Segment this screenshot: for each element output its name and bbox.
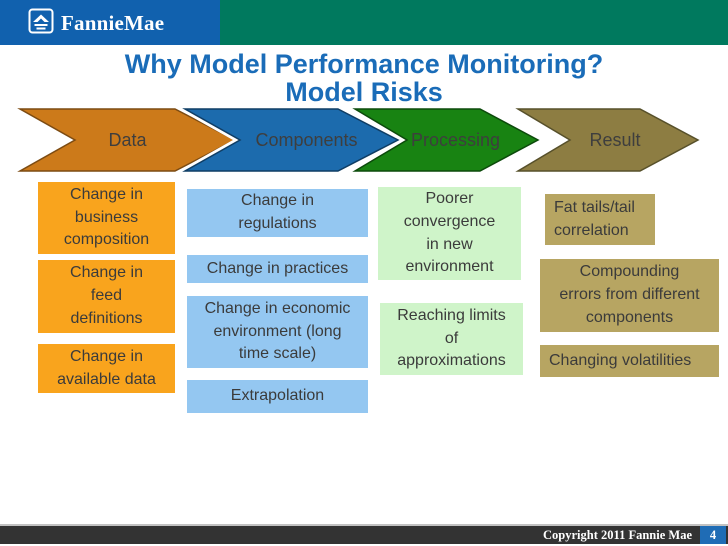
slide-title: Why Model Performance Monitoring? Model …: [0, 50, 728, 106]
arrow-label-data: Data: [108, 129, 147, 150]
risk-box-feed-definitions: Change in feed definitions: [38, 260, 175, 333]
risk-box-regulations: Change in regulations: [187, 189, 368, 237]
risk-box-practices: Change in practices: [187, 255, 368, 283]
flow-arrow-processing: [349, 105, 544, 175]
title-line-1: Why Model Performance Monitoring?: [124, 49, 604, 79]
flow-arrow-components: [179, 105, 404, 175]
arrow-label-processing: Processing: [410, 129, 501, 150]
header-teal-band: [220, 0, 728, 45]
copyright-text: Copyright 2011 Fannie Mae: [543, 527, 692, 542]
title-line-2: Model Risks: [285, 77, 443, 107]
risk-box-compounding-errors: Compounding errors from different compon…: [540, 259, 719, 332]
risk-box-poorer-convergence: Poorer convergence in new environment: [378, 187, 521, 280]
risk-box-business-composition: Change in business composition: [38, 182, 175, 254]
footer-bar: [0, 526, 728, 544]
risk-box-economic-environment: Change in economic environment (long tim…: [187, 296, 368, 368]
arrow-label-components: Components: [255, 129, 358, 150]
page-number: 4: [700, 526, 726, 544]
risk-box-reaching-limits: Reaching limits of approximations: [380, 303, 523, 375]
flow-arrow-data: [14, 105, 241, 175]
arrow-label-result: Result: [589, 129, 641, 150]
risk-box-fat-tails: Fat tails/tail correlation: [545, 194, 655, 245]
risk-box-extrapolation: Extrapolation: [187, 380, 368, 413]
header-blue-band: [0, 0, 220, 45]
risk-box-changing-volatilities: Changing volatilities: [540, 345, 719, 377]
fannie-mae-logo-icon: [28, 8, 54, 39]
brand-text: FannieMae: [61, 10, 165, 35]
footer-divider: [0, 524, 728, 526]
flow-arrow-result: [512, 105, 704, 175]
risk-box-available-data: Change in available data: [38, 344, 175, 393]
brand-logo: FannieMae: [28, 8, 164, 38]
